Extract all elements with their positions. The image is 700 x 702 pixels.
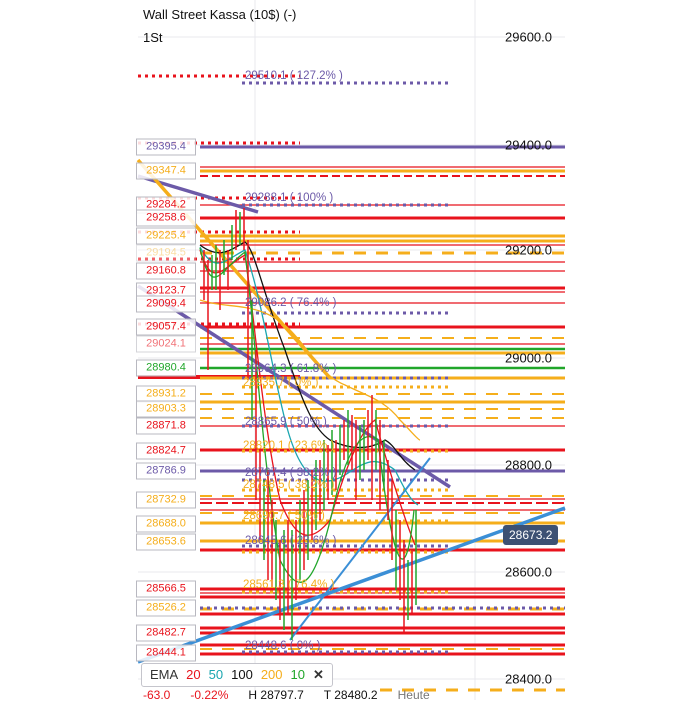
level-label[interactable]: 29099.4 <box>136 295 196 313</box>
ema-period-50[interactable]: 50 <box>208 667 224 682</box>
fib-label: 28935.7 ( 0% ) <box>243 376 319 389</box>
level-label[interactable]: 28903.3 <box>136 400 196 418</box>
level-label[interactable]: 29057.4 <box>136 318 196 336</box>
ema-period-200[interactable]: 200 <box>260 667 283 682</box>
y-axis-tick: 29200.0 <box>505 242 552 258</box>
fib-label: 28561.3 ( 76.4% ) <box>243 578 335 591</box>
level-label[interactable]: 29194.5 <box>136 244 196 262</box>
fib-label: 28645.6 ( 23.6% ) <box>245 534 337 547</box>
low-value: T 28480.2 <box>323 688 378 702</box>
ema-period-10[interactable]: 10 <box>290 667 305 682</box>
level-label[interactable]: 28871.8 <box>136 417 196 435</box>
level-label[interactable]: 28786.9 <box>136 462 196 480</box>
ema-period-20[interactable]: 20 <box>186 667 201 682</box>
timeframe-label[interactable]: 1St <box>143 30 163 45</box>
change-percent: -0.22% <box>190 688 229 702</box>
level-label[interactable]: 29225.4 <box>136 227 196 245</box>
ema-period-100[interactable]: 100 <box>231 667 253 682</box>
level-label[interactable]: 28566.5 <box>136 580 196 598</box>
period-label: Heute <box>397 688 430 702</box>
level-label[interactable]: 28482.7 <box>136 624 196 642</box>
fib-label: 28690.7 ( 50% ) <box>243 509 325 522</box>
level-label[interactable]: 28732.9 <box>136 491 196 509</box>
fib-label: 28820.1 ( 23.6% ) <box>243 439 335 452</box>
ema-lines <box>199 241 421 583</box>
candlesticks <box>203 208 417 640</box>
stats-row: -63.0 -0.22% H 28797.7 T 28480.2 Heute <box>143 688 430 702</box>
fib-label: 29288.1 ( 100% ) <box>245 191 334 204</box>
level-label[interactable]: 29347.4 <box>136 162 196 180</box>
level-label[interactable]: 29395.4 <box>136 138 196 156</box>
ema-legend-label: EMA <box>150 667 179 682</box>
level-label[interactable]: 28980.4 <box>136 359 196 377</box>
fib-label: 29086.2 ( 76.4% ) <box>245 296 337 309</box>
y-axis-tick: 28600.0 <box>505 564 552 580</box>
level-label[interactable]: 28526.2 <box>136 599 196 617</box>
level-label[interactable]: 29284.2 <box>136 196 196 214</box>
level-label[interactable]: 28444.1 <box>136 644 196 662</box>
level-label[interactable]: 29258.6 <box>136 209 196 227</box>
ema-legend[interactable]: EMA 20 50 100 200 10 ✕ <box>141 663 333 687</box>
fib-label: 28748.5 ( 38.2% ) <box>243 478 335 491</box>
y-axis-tick: 29000.0 <box>505 350 552 366</box>
instrument-title: Wall Street Kassa (10$) (-) <box>143 7 297 22</box>
level-label[interactable]: 28688.0 <box>136 515 196 533</box>
current-price-tag: 28673.2 <box>503 525 559 545</box>
close-icon[interactable]: ✕ <box>312 667 324 682</box>
fib-label: 29510.1 ( 127.2% ) <box>245 69 343 82</box>
y-axis-tick: 29600.0 <box>505 29 552 45</box>
high-value: H 28797.7 <box>248 688 304 702</box>
fib-label: 28865.9 ( 50% ) <box>245 415 327 428</box>
level-label[interactable]: 28653.6 <box>136 533 196 551</box>
level-label[interactable]: 29024.1 <box>136 335 196 353</box>
y-axis-tick: 29400.0 <box>505 137 552 153</box>
change-value: -63.0 <box>143 688 171 702</box>
level-label[interactable]: 28824.7 <box>136 442 196 460</box>
fib-label: 28448.6 ( 0% ) <box>245 639 321 652</box>
level-label[interactable]: 28931.2 <box>136 385 196 403</box>
y-axis-tick: 28800.0 <box>505 457 552 473</box>
y-axis-tick: 28400.0 <box>505 671 552 687</box>
fib-label: 28767.4 ( 38.2% ) <box>245 466 337 479</box>
level-label[interactable]: 29160.8 <box>136 262 196 280</box>
fibonacci-levels <box>138 74 565 654</box>
trend-lines <box>136 158 566 664</box>
fib-label: 28964.3 ( 61.8% ) <box>245 362 337 375</box>
